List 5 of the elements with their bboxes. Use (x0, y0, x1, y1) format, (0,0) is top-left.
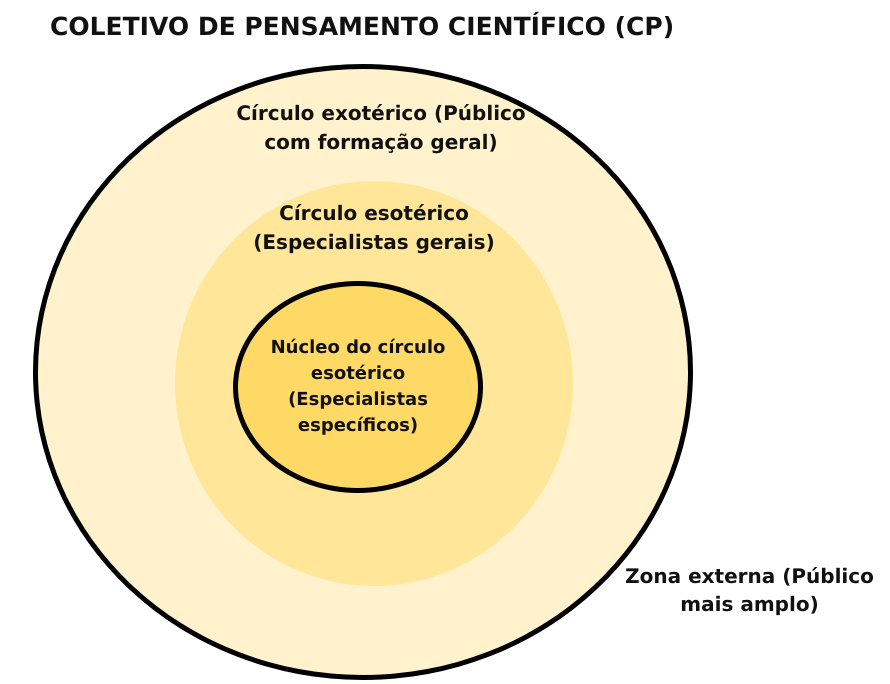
circle-label: Círculo exotérico (Público com formação geral) (235, 100, 527, 156)
diagram-title: COLETIVO DE PENSAMENTO CIENTÍFICO (CP) (50, 12, 674, 41)
circle-label: Círculo esotérico (Especialistas gerais) (252, 200, 496, 256)
zone-label: Zona externa (Público mais amplo) (624, 563, 875, 618)
circle-label: Núcleo do círculo esotérico (Especialistas específicos) (270, 336, 446, 438)
